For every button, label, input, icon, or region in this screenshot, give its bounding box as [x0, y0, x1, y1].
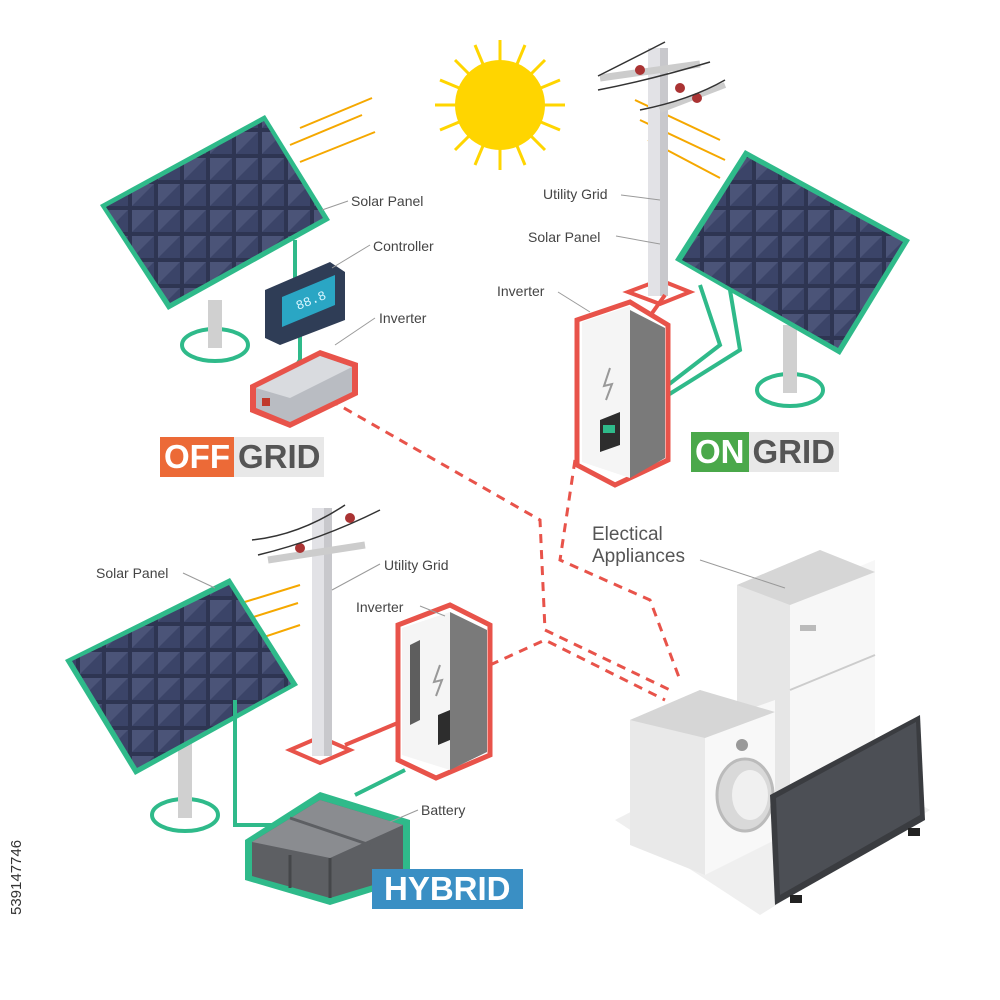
hybrid-utility-pole — [251, 504, 381, 766]
hybrid-battery-label: Battery — [421, 802, 466, 818]
hybrid-tag-text: HYBRID — [372, 869, 523, 909]
stock-id-text: 539147746 — [8, 839, 25, 915]
ongrid-inverter-label: Inverter — [497, 283, 545, 299]
hybrid-solar-panel-label: Solar Panel — [96, 565, 169, 581]
offgrid-tag-off: OFF — [160, 437, 234, 477]
offgrid-solar-panel — [100, 115, 330, 363]
hybrid-tag: HYBRID — [372, 869, 523, 909]
offgrid-controller-label: Controller — [373, 238, 434, 254]
offgrid-solar-panel-label: Solar Panel — [351, 193, 424, 209]
appliances-group — [615, 550, 930, 915]
leader-lines — [182, 194, 786, 823]
hybrid-solar-panel — [65, 578, 298, 833]
appliances-label: Electical Appliances — [592, 524, 685, 567]
washing-machine-icon — [630, 690, 775, 875]
ongrid-solar-panel-label: Solar Panel — [528, 229, 601, 245]
ongrid-inverter — [574, 299, 671, 488]
hybrid-utility-grid-label: Utility Grid — [384, 557, 449, 573]
offgrid-tag-grid: GRID — [233, 437, 325, 477]
ongrid-utility-grid-label: Utility Grid — [543, 186, 608, 202]
ongrid-tag-grid: GRID — [748, 432, 839, 472]
hybrid-inverter-label: Inverter — [356, 599, 404, 615]
hybrid-inverter — [395, 602, 493, 781]
charge-controller: 88.8 — [265, 262, 345, 345]
ongrid-utility-pole — [597, 41, 727, 307]
offgrid-inverter-label: Inverter — [379, 310, 427, 326]
tv-icon — [770, 715, 925, 905]
stock-id-label: 539147746 — [8, 765, 26, 915]
sun-icon — [435, 40, 565, 170]
offgrid-inverter — [250, 350, 358, 428]
ongrid-solar-panel — [675, 150, 910, 408]
ongrid-tag-on: ON — [691, 432, 749, 472]
battery-bank — [245, 792, 410, 905]
dashed-connection-lines — [329, 398, 682, 702]
